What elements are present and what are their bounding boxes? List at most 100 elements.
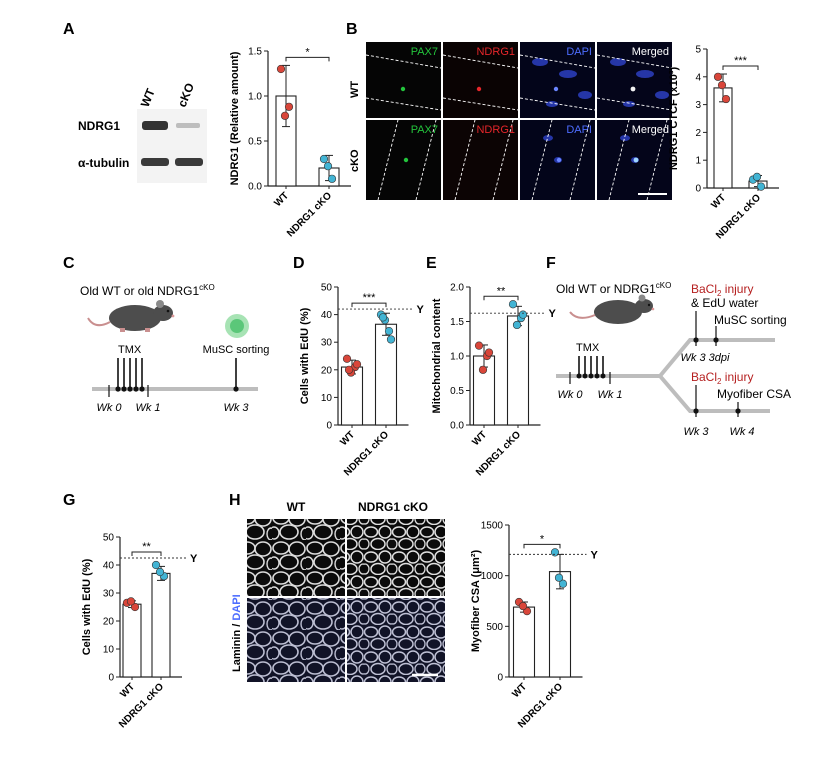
tile-cko-ndrg1 (443, 120, 518, 200)
data-point (512, 320, 522, 330)
bar (122, 603, 142, 678)
tick-wk0-f: Wk 0 (557, 389, 583, 401)
data-point (721, 94, 731, 104)
x-tick-label: WT (470, 429, 489, 448)
y-tick-label: 0 (326, 421, 332, 432)
significance-stars: ** (142, 541, 151, 553)
panel-letter-e: E (426, 255, 437, 272)
panel-letter-a: A (63, 21, 75, 38)
h-tile-wt-merged (247, 598, 345, 682)
y-tick-label: 20 (321, 365, 333, 376)
y-tick-label: 40 (321, 310, 333, 321)
tmx-injections-f (578, 356, 604, 376)
y-tick-label: 1 (695, 156, 701, 167)
timeline-f-title: Old WT or NDRG1cKO (556, 281, 671, 296)
x-tick-label: WT (338, 429, 357, 448)
mouse-illustration-f (569, 294, 655, 324)
y-tick-label: 1.0 (248, 92, 262, 103)
y-tick-label: 0.5 (248, 137, 262, 148)
y-tick-label: 2.0 (450, 283, 464, 294)
y-tick-label: 0.5 (450, 386, 464, 397)
data-point (558, 579, 568, 588)
data-point (151, 560, 161, 570)
y-tick-label: 1.5 (450, 317, 464, 328)
tile-wt-ndrg1 (443, 42, 518, 118)
dapi-nuclei (532, 58, 669, 163)
data-point (319, 154, 329, 164)
blot-band-tubulin-wt (141, 158, 169, 166)
tick-wk3-3dpi: Wk 3 3dpi (681, 352, 730, 364)
musc-cell-icon-core (230, 319, 244, 333)
data-point (327, 174, 337, 183)
panel-letter-g: G (63, 492, 75, 509)
h-side-label: Laminin / DAPI (231, 594, 243, 672)
data-point (474, 341, 484, 350)
channel-label-merged-1: Merged (632, 46, 669, 58)
significance-bracket (483, 295, 519, 301)
blot-membrane (137, 109, 207, 183)
significance-stars: *** (734, 55, 748, 67)
y-tick-label: 1.5 (248, 47, 262, 58)
western-blot: WT cKO NDRG1 α-tubulin (78, 81, 207, 183)
panel-letter-f: F (546, 255, 556, 272)
reference-label: Y (591, 549, 599, 561)
microscopy-grid-b: WT cKO (349, 42, 673, 201)
injury-label-upper: BaCl2 injury (691, 282, 753, 298)
data-point (508, 300, 518, 309)
y-axis-label: NDRG1 (Relative amount) (229, 51, 241, 185)
y-tick-label: 0 (108, 673, 114, 684)
tile-cko-pax7 (366, 120, 441, 200)
y-tick-label: 50 (103, 533, 115, 544)
significance-bracket (722, 65, 759, 71)
y-tick-label: 0.0 (248, 182, 262, 193)
timeline-c-title: Old WT or old NDRG1cKO (80, 283, 215, 298)
y-axis-label: Mitochondrial content (431, 298, 443, 413)
y-tick-label: 1000 (481, 571, 504, 582)
reference-label: Y (190, 553, 198, 565)
y-tick-label: 1.0 (450, 352, 464, 363)
data-point (130, 602, 140, 612)
y-tick-label: 4 (695, 72, 701, 83)
tick-wk3-f: Wk 3 (683, 426, 709, 438)
significance-bracket (351, 302, 387, 308)
musc-sorting-label-f: MuSC sorting (714, 313, 787, 327)
y-axis-label: Myofiber CSA (μm²) (470, 550, 482, 653)
h-col-label-cko: NDRG1 cKO (358, 500, 428, 514)
h-tile-cko-merged (347, 598, 445, 682)
blot-column-wt: WT (138, 86, 158, 109)
significance-stars: * (305, 46, 310, 58)
data-point (344, 365, 354, 374)
timeline-c-sorting: MuSC sorting (203, 344, 270, 356)
panel-letter-c: C (63, 255, 75, 272)
y-tick-label: 10 (321, 393, 333, 404)
signal-wt-ndrg1 (476, 86, 482, 92)
y-axis-label: NDRG1 CTCF (x10³) (668, 67, 680, 171)
row-label-cko: cKO (349, 149, 361, 172)
tick-wk1-c: Wk 1 (135, 402, 160, 414)
data-point (518, 310, 528, 319)
significance-stars: * (540, 533, 545, 545)
row-label-wt: WT (349, 81, 361, 98)
signal-wt-dapi (553, 86, 559, 92)
signal-cko-dapi (556, 157, 562, 163)
panel-letter-d: D (293, 255, 305, 272)
signal-wt-pax7 (400, 86, 406, 92)
channel-label-ndrg1-2: NDRG1 (476, 124, 515, 136)
data-point (352, 360, 362, 369)
y-tick-label: 2 (695, 128, 701, 139)
bar (713, 87, 733, 189)
panel-letter-b: B (346, 21, 358, 38)
data-point (126, 597, 136, 606)
data-point (554, 573, 564, 582)
y-tick-label: 30 (103, 589, 115, 600)
data-point (342, 354, 352, 363)
y-tick-label: 500 (486, 622, 503, 633)
tmx-dots-c (115, 386, 239, 392)
channel-label-dapi-2: DAPI (566, 124, 592, 136)
data-point (713, 72, 723, 81)
mouse-illustration-c (87, 300, 175, 332)
tick-wk1-f: Wk 1 (597, 389, 622, 401)
bar (506, 315, 530, 426)
